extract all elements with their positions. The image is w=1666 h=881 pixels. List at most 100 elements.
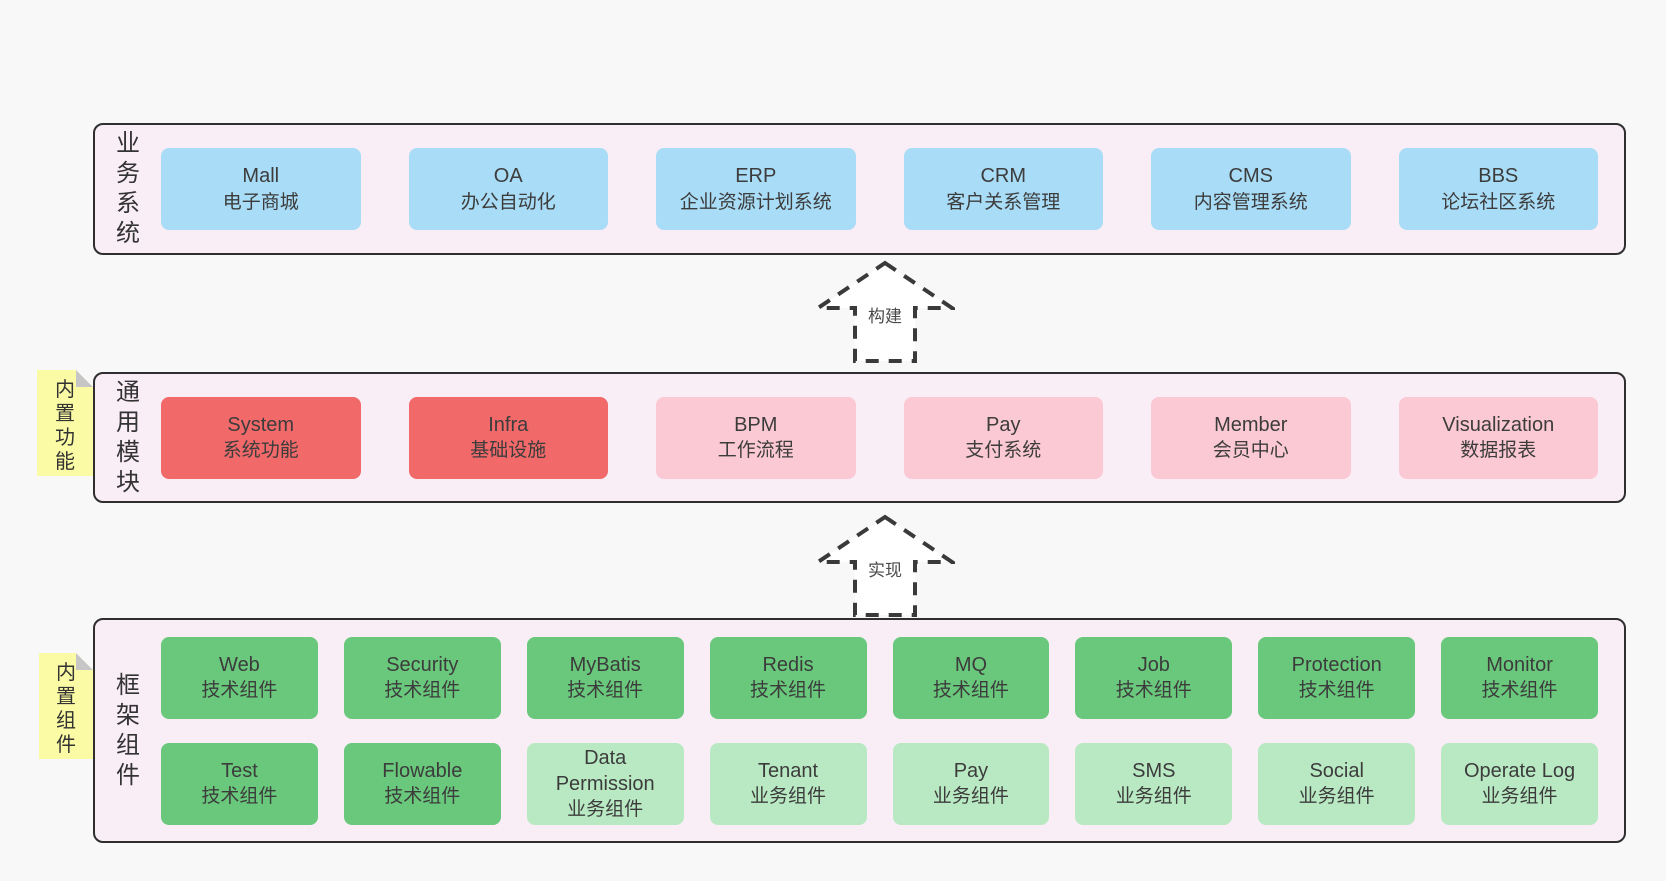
box-infra: Infra 基础设施 xyxy=(408,396,608,479)
business-systems-boxes: Mall 电子商城 OA 办公自动化 ERP 企业资源计划系统 CRM 客户关系… xyxy=(161,148,1598,230)
box-subtitle: 技术组件 xyxy=(384,680,461,702)
box-bpm: BPM 工作流程 xyxy=(656,396,856,479)
box-protection: Protection 技术组件 xyxy=(1258,636,1416,719)
box-sms: SMS 业务组件 xyxy=(1075,742,1233,825)
folded-corner-icon xyxy=(76,370,93,387)
box-pay: Pay 支付系统 xyxy=(903,396,1103,479)
box-subtitle: 企业资源计划系统 xyxy=(679,191,832,213)
box-subtitle: 工作流程 xyxy=(717,440,794,462)
box-job: Job 技术组件 xyxy=(1075,636,1233,719)
box-bbs: BBS 论坛社区系统 xyxy=(1398,148,1598,230)
box-oa: OA 办公自动化 xyxy=(408,148,608,230)
box-mybatis: MyBatis 技术组件 xyxy=(526,636,684,719)
arrow-build-label: 构建 xyxy=(867,302,903,327)
box-title: BPM xyxy=(734,413,778,436)
box-title: Pay xyxy=(986,413,1021,436)
arrow-build: 构建 xyxy=(815,260,955,364)
box-security: Security 技术组件 xyxy=(343,636,501,719)
box-subtitle: 业务组件 xyxy=(1115,786,1192,808)
box-subtitle: 办公自动化 xyxy=(460,191,556,213)
box-member: Member 会员中心 xyxy=(1151,396,1351,479)
box-title: Monitor xyxy=(1486,653,1553,676)
box-title: Data Permission xyxy=(555,746,655,795)
framework-row-1: Web 技术组件 Security 技术组件 MyBatis 技术组件 Redi… xyxy=(161,636,1598,719)
box-mq: MQ 技术组件 xyxy=(892,636,1050,719)
box-subtitle: 内容管理系统 xyxy=(1193,191,1308,213)
box-subtitle: 业务组件 xyxy=(932,786,1009,808)
box-subtitle: 技术组件 xyxy=(201,680,278,702)
box-title: System xyxy=(227,413,295,436)
box-title: Operate Log xyxy=(1463,759,1576,782)
band-common-modules-label: 通用模块 xyxy=(116,378,140,496)
box-title: ERP xyxy=(735,165,777,188)
box-subtitle: 系统功能 xyxy=(222,440,299,462)
box-title: MQ xyxy=(954,653,988,676)
box-social: Social 业务组件 xyxy=(1258,742,1416,825)
common-modules-boxes: System 系统功能 Infra 基础设施 BPM 工作流程 Pay 支付系统… xyxy=(161,396,1598,479)
band-framework-components: 框架组件 Web 技术组件 Security 技术组件 MyBatis 技术组件… xyxy=(93,618,1626,843)
framework-components-grid: Web 技术组件 Security 技术组件 MyBatis 技术组件 Redi… xyxy=(161,636,1598,825)
band-business-systems-label: 业务系统 xyxy=(116,130,140,247)
band-common-modules: 通用模块 System 系统功能 Infra 基础设施 BPM 工作流程 Pay… xyxy=(93,372,1626,503)
box-pay-component: Pay 业务组件 xyxy=(892,742,1050,825)
box-subtitle: 业务组件 xyxy=(567,799,644,821)
box-subtitle: 基础设施 xyxy=(470,440,547,462)
box-title: Infra xyxy=(488,413,529,436)
box-subtitle: 技术组件 xyxy=(384,786,461,808)
box-title: Redis xyxy=(762,653,814,676)
box-cms: CMS 内容管理系统 xyxy=(1151,148,1351,230)
box-title: Pay xyxy=(953,759,989,782)
box-crm: CRM 客户关系管理 xyxy=(903,148,1103,230)
box-title: Tenant xyxy=(758,759,819,782)
box-title: Member xyxy=(1214,413,1288,436)
sticky-note-text: 内置组件 xyxy=(56,662,76,756)
box-subtitle: 技术组件 xyxy=(1115,680,1192,702)
folded-corner-icon xyxy=(76,653,93,670)
box-mall: Mall 电子商城 xyxy=(161,148,361,230)
band-business-systems: 业务系统 Mall 电子商城 OA 办公自动化 ERP 企业资源计划系统 CRM… xyxy=(93,123,1626,255)
box-title: Mall xyxy=(242,165,280,188)
box-subtitle: 业务组件 xyxy=(1298,786,1375,808)
box-subtitle: 技术组件 xyxy=(1298,680,1375,702)
box-subtitle: 客户关系管理 xyxy=(946,191,1061,213)
box-system: System 系统功能 xyxy=(161,396,361,479)
box-subtitle: 技术组件 xyxy=(567,680,644,702)
box-web: Web 技术组件 xyxy=(161,636,318,719)
sticky-note-builtin-components: 内置组件 xyxy=(39,653,93,759)
box-title: OA xyxy=(493,165,523,188)
box-title: MyBatis xyxy=(569,653,641,676)
box-title: Protection xyxy=(1291,653,1382,676)
box-title: Social xyxy=(1309,759,1364,782)
box-redis: Redis 技术组件 xyxy=(709,636,867,719)
box-erp: ERP 企业资源计划系统 xyxy=(656,148,856,230)
box-title: Web xyxy=(219,653,260,676)
box-subtitle: 技术组件 xyxy=(750,680,827,702)
box-title: CRM xyxy=(980,165,1027,188)
box-subtitle: 技术组件 xyxy=(932,680,1009,702)
box-visualization: Visualization 数据报表 xyxy=(1398,396,1598,479)
sticky-note-builtin-features: 内置功能 xyxy=(37,370,93,476)
box-title: CMS xyxy=(1228,165,1273,188)
sticky-note-text: 内置功能 xyxy=(55,379,75,473)
box-title: Test xyxy=(221,759,258,782)
box-subtitle: 数据报表 xyxy=(1460,440,1537,462)
box-title: SMS xyxy=(1132,759,1176,782)
box-title: Flowable xyxy=(382,759,463,782)
box-tenant: Tenant 业务组件 xyxy=(709,742,867,825)
arrow-implement-label: 实现 xyxy=(867,556,903,581)
box-title: Security xyxy=(386,653,459,676)
box-test: Test 技术组件 xyxy=(161,742,318,825)
box-monitor: Monitor 技术组件 xyxy=(1441,636,1598,719)
framework-row-2: Test 技术组件 Flowable 技术组件 Data Permission … xyxy=(161,742,1598,825)
box-subtitle: 业务组件 xyxy=(750,786,827,808)
box-flowable: Flowable 技术组件 xyxy=(343,742,501,825)
box-subtitle: 技术组件 xyxy=(1481,680,1558,702)
box-subtitle: 电子商城 xyxy=(222,191,299,213)
band-framework-components-label: 框架组件 xyxy=(116,671,140,789)
box-subtitle: 会员中心 xyxy=(1212,440,1289,462)
box-operate-log: Operate Log 业务组件 xyxy=(1441,742,1598,825)
box-subtitle: 论坛社区系统 xyxy=(1441,191,1556,213)
box-title: Visualization xyxy=(1442,413,1555,436)
arrow-implement: 实现 xyxy=(815,514,955,618)
